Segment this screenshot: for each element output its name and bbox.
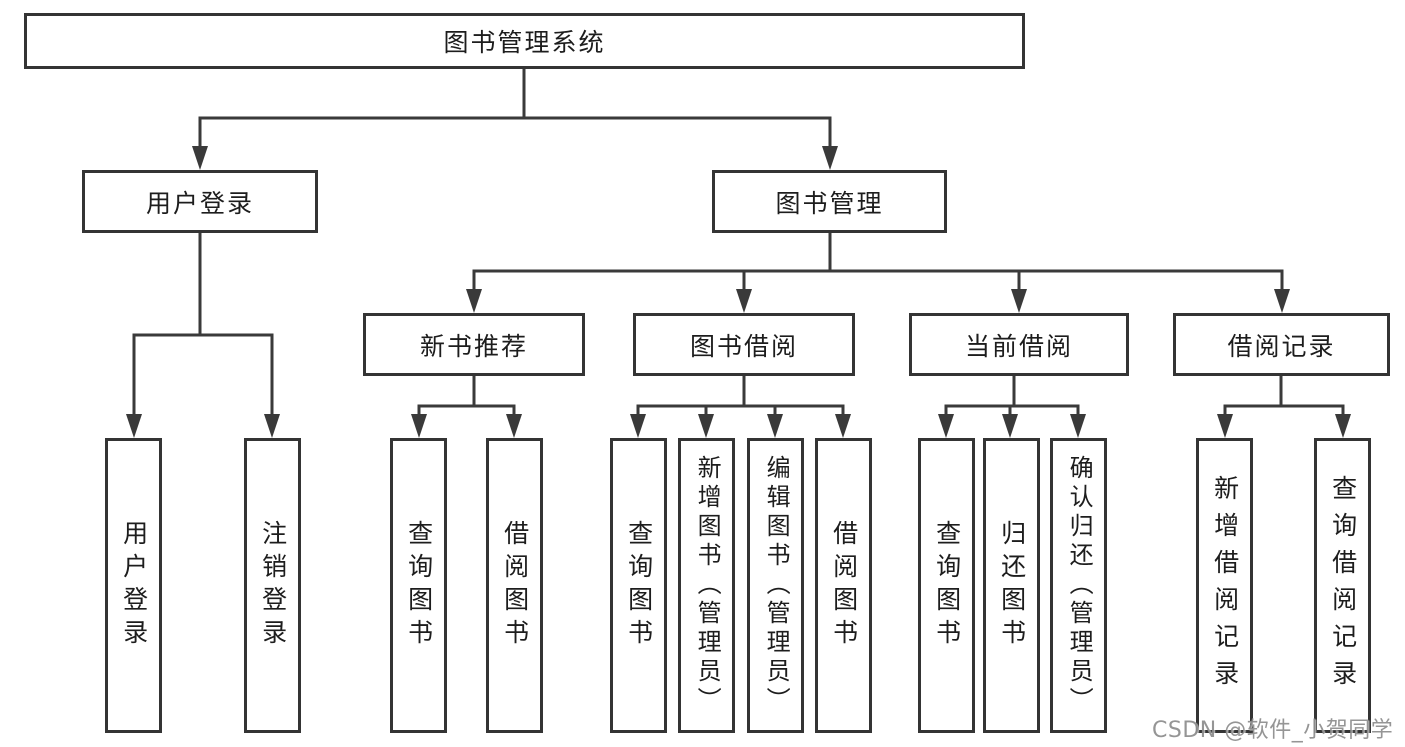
leaf-borrow-books-1-label: 借阅图书 <box>500 519 530 652</box>
leaf-query-books-3: 查询图书 <box>918 438 975 733</box>
node-current-borrow-label: 当前借阅 <box>964 331 1073 361</box>
leaf-user-login-label: 用户登录 <box>119 519 149 652</box>
node-root-label: 图书管理系统 <box>443 28 606 57</box>
arrowhead <box>938 414 954 438</box>
arrowhead <box>1011 289 1027 313</box>
node-user-login: 用户登录 <box>82 170 318 233</box>
connector-bookmgmt-branch <box>472 269 1284 295</box>
leaf-logout-label: 注销登录 <box>258 519 288 652</box>
arrowhead <box>411 414 427 438</box>
arrowhead <box>1002 414 1018 438</box>
connector-currentborrow-branch <box>944 404 1080 420</box>
node-new-book-recommend-label: 新书推荐 <box>419 331 528 361</box>
node-book-management-label: 图书管理 <box>775 188 884 218</box>
node-book-borrow: 图书借阅 <box>633 313 855 376</box>
arrowhead <box>126 414 142 438</box>
leaf-query-books-1: 查询图书 <box>390 438 447 733</box>
node-user-login-label: 用户登录 <box>145 188 254 218</box>
arrowhead <box>1217 414 1233 438</box>
arrowhead <box>736 289 752 313</box>
connector-bookborrow-branch <box>636 404 845 420</box>
arrowhead <box>192 146 208 170</box>
arrowhead <box>835 414 851 438</box>
node-new-book-recommend: 新书推荐 <box>363 313 585 376</box>
arrowhead <box>630 414 646 438</box>
arrowhead <box>264 414 280 438</box>
leaf-query-borrow-record: 查询借阅记录 <box>1314 438 1371 733</box>
node-root: 图书管理系统 <box>24 13 1025 69</box>
leaf-add-book-admin: 新增图书（管理员） <box>678 438 735 733</box>
csdn-watermark: CSDN @软件_小贺同学 <box>1152 718 1394 743</box>
arrowhead <box>822 146 838 170</box>
leaf-query-books-2: 查询图书 <box>610 438 667 733</box>
leaf-logout: 注销登录 <box>244 438 301 733</box>
node-book-borrow-label: 图书借阅 <box>689 331 798 361</box>
leaf-query-books-1-label: 查询图书 <box>404 519 434 652</box>
leaf-return-book-label: 归还图书 <box>997 519 1027 652</box>
connector-records-branch <box>1223 404 1345 420</box>
leaf-return-book: 归还图书 <box>983 438 1040 733</box>
connector-newbook-branch <box>417 404 516 420</box>
node-book-management: 图书管理 <box>712 170 947 233</box>
leaf-confirm-return-admin-label: 确认归还（管理员） <box>1065 455 1094 716</box>
leaf-add-borrow-record-label: 新增借阅记录 <box>1210 474 1240 697</box>
arrowhead <box>1274 289 1290 313</box>
node-borrow-records-label: 借阅记录 <box>1227 331 1336 361</box>
leaf-user-login: 用户登录 <box>105 438 162 733</box>
leaf-add-book-admin-label: 新增图书（管理员） <box>693 455 722 716</box>
leaf-query-borrow-record-label: 查询借阅记录 <box>1328 474 1358 697</box>
leaf-borrow-books-2: 借阅图书 <box>815 438 872 733</box>
leaf-add-borrow-record: 新增借阅记录 <box>1196 438 1253 733</box>
arrowhead <box>767 414 783 438</box>
arrowhead <box>1070 414 1086 438</box>
node-borrow-records: 借阅记录 <box>1173 313 1390 376</box>
node-current-borrow: 当前借阅 <box>909 313 1129 376</box>
leaf-query-books-2-label: 查询图书 <box>624 519 654 652</box>
connector-root-branch <box>198 116 832 152</box>
leaf-confirm-return-admin: 确认归还（管理员） <box>1050 438 1107 733</box>
arrowhead <box>466 289 482 313</box>
arrowhead <box>698 414 714 438</box>
leaf-edit-book-admin-label: 编辑图书（管理员） <box>762 455 791 716</box>
leaf-edit-book-admin: 编辑图书（管理员） <box>747 438 804 733</box>
leaf-query-books-3-label: 查询图书 <box>932 519 962 652</box>
arrowhead <box>1335 414 1351 438</box>
arrowhead <box>506 414 522 438</box>
leaf-borrow-books-1: 借阅图书 <box>486 438 543 733</box>
leaf-borrow-books-2-label: 借阅图书 <box>829 519 859 652</box>
connector-userlogin-branch <box>132 333 274 420</box>
